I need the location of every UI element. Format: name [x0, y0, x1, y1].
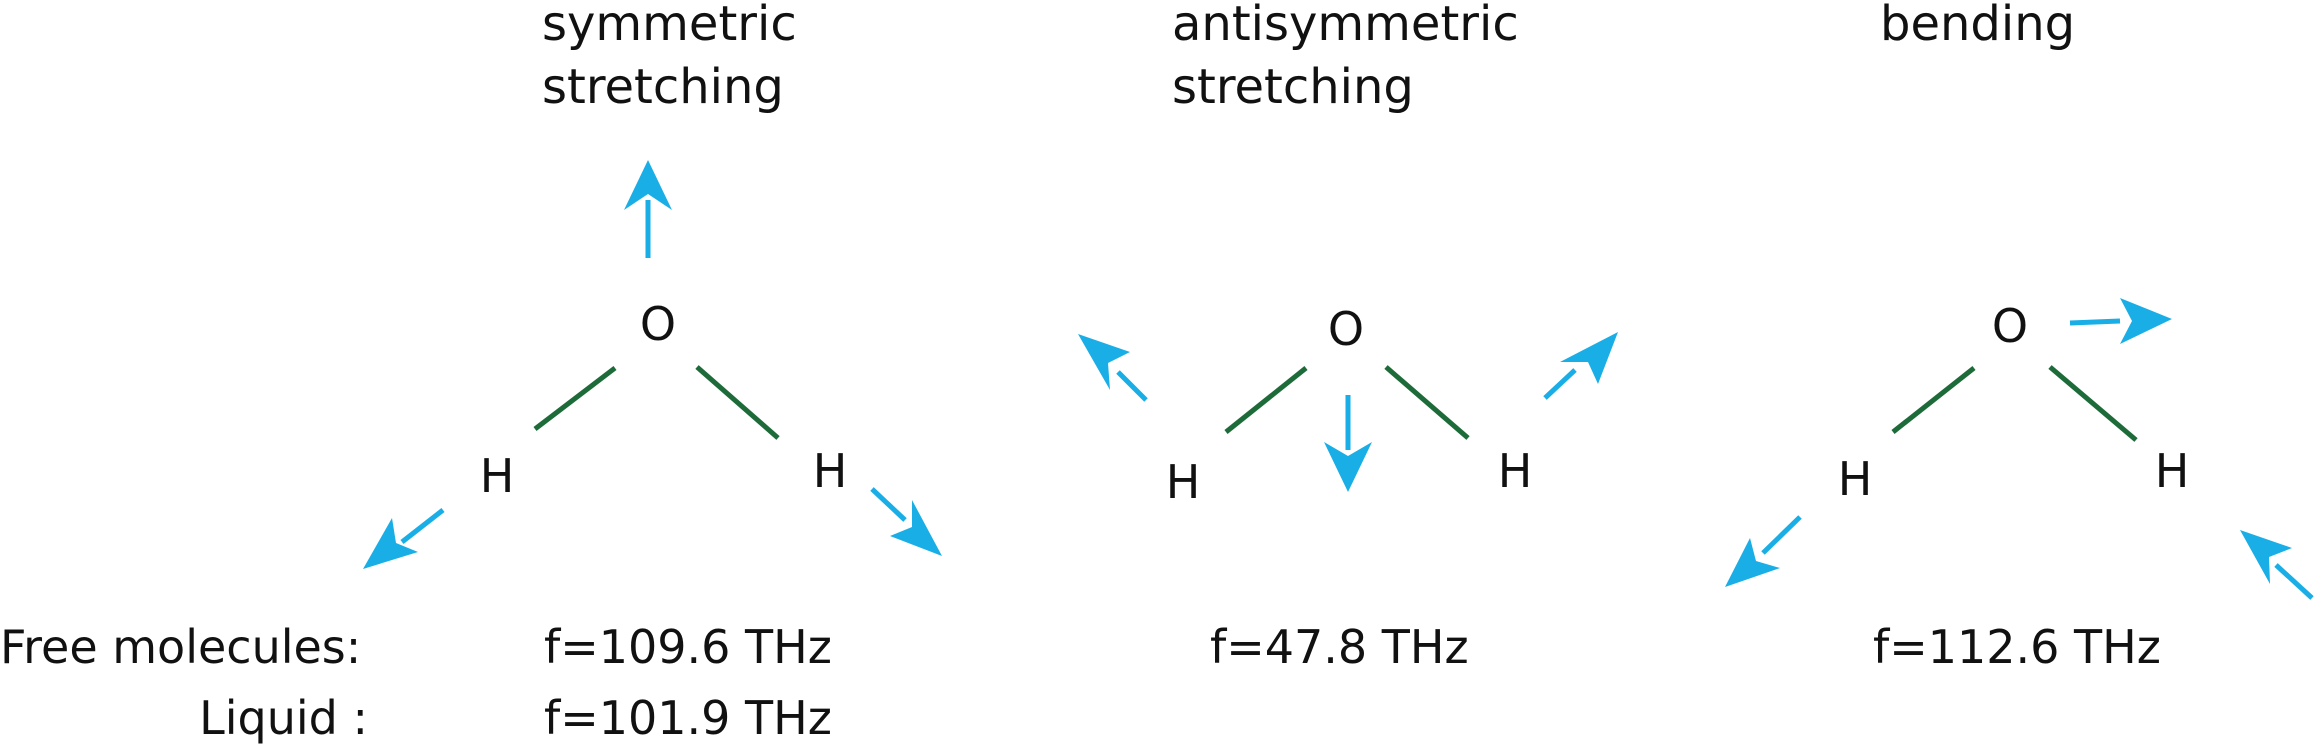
- frequency-liquid: f=101.9 THz: [544, 691, 832, 745]
- arrow-hydrogen-left-up-left: [1078, 334, 1148, 402]
- arrow-hydrogen-left-down-left: [1725, 515, 1802, 587]
- frequency-free: f=112.6 THz: [1873, 620, 2161, 674]
- bond-right: [695, 365, 780, 440]
- arrow-oxygen-up: [624, 160, 672, 258]
- arrow-hydrogen-right-up-right: [1543, 332, 1618, 400]
- arrow-hydrogen-right-up-left: [2240, 530, 2314, 600]
- mode-title-line2: stretching: [1172, 59, 1414, 115]
- mode-antisymmetric-stretching: antisymmetric stretching O H H f=47.8 TH…: [1078, 0, 1618, 674]
- row-label-liquid: Liquid :: [199, 691, 368, 745]
- bond-right: [1384, 365, 1470, 440]
- arrow-oxygen-right: [2069, 298, 2172, 344]
- hydrogen-right-atom: H: [1498, 444, 1533, 498]
- mode-title-line1: symmetric: [542, 0, 797, 52]
- oxygen-atom: O: [640, 297, 676, 351]
- hydrogen-right-atom: H: [2155, 444, 2190, 498]
- hydrogen-left-atom: H: [480, 449, 515, 503]
- row-label-free-molecules: Free molecules:: [0, 620, 361, 674]
- mode-title-line1: antisymmetric: [1172, 0, 1519, 52]
- bond-right: [2048, 365, 2138, 442]
- mode-symmetric-stretching: symmetric stretching O H H f=109.6 THz f…: [363, 0, 942, 745]
- arrow-hydrogen-right-down-right: [870, 487, 942, 556]
- arrow-oxygen-down: [1324, 395, 1372, 492]
- oxygen-atom: O: [1992, 299, 2028, 353]
- frequency-free: f=109.6 THz: [544, 620, 832, 674]
- mode-title-line1: bending: [1880, 0, 2075, 52]
- hydrogen-left-atom: H: [1838, 452, 1873, 506]
- mode-bending: bending O H H f=112.6 THz: [1725, 0, 2314, 674]
- frequency-free: f=47.8 THz: [1210, 620, 1469, 674]
- oxygen-atom: O: [1328, 302, 1364, 356]
- hydrogen-right-atom: H: [813, 444, 848, 498]
- row-labels: Free molecules: Liquid :: [0, 620, 368, 745]
- bond-left: [1224, 366, 1308, 434]
- bond-left: [533, 366, 617, 431]
- arrow-hydrogen-left-down-left: [363, 508, 445, 569]
- mode-title-line2: stretching: [542, 59, 784, 115]
- bond-left: [1891, 366, 1976, 434]
- hydrogen-left-atom: H: [1166, 455, 1201, 509]
